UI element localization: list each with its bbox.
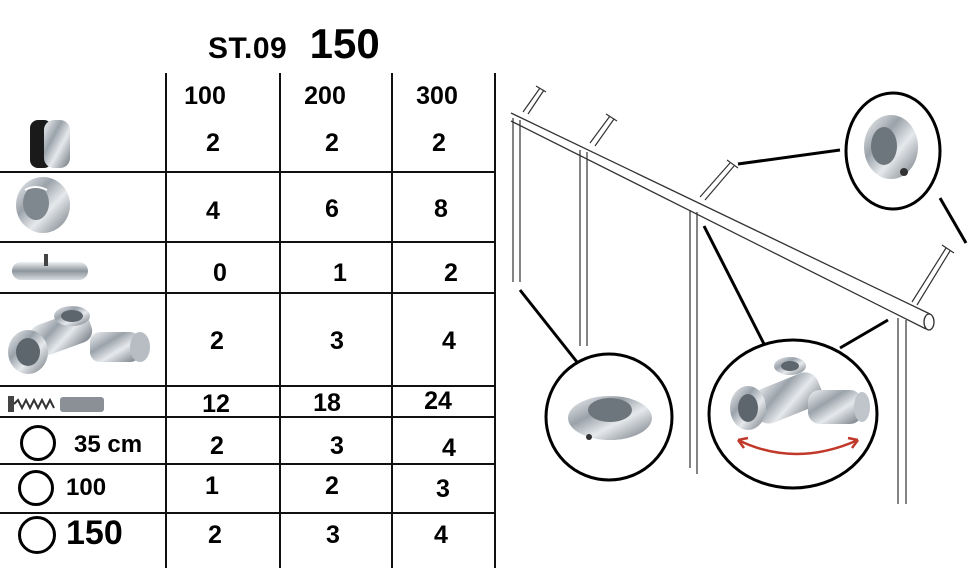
table-row-line	[0, 512, 496, 514]
flange-detail-bottom	[544, 352, 674, 482]
flange-detail-top	[844, 91, 942, 211]
table-cell: 2	[325, 472, 339, 500]
table-divider-v1	[165, 73, 167, 568]
row-label-35cm: 35 cm	[74, 431, 143, 458]
wall-flange-icon	[16, 177, 70, 233]
column-header: 200	[304, 82, 346, 110]
table-cell: 12	[202, 390, 230, 418]
table-cell: 1	[205, 472, 219, 500]
table-cell: 3	[326, 521, 340, 549]
table-cell: 3	[436, 475, 450, 503]
product-code: ST.09	[208, 32, 288, 65]
table-cell: 4	[434, 521, 448, 549]
table-cell: 0	[213, 259, 227, 287]
table-cell: 4	[206, 197, 220, 225]
table-divider-v4	[494, 73, 496, 568]
row-label-150: 150	[66, 514, 123, 552]
table-row-line	[0, 416, 496, 418]
table-cell: 4	[442, 327, 456, 355]
table-cell: 2	[444, 259, 458, 287]
table-cell: 6	[325, 195, 339, 223]
top-rail	[510, 112, 935, 331]
end-cap-icon	[30, 120, 70, 168]
table-row-line	[0, 241, 496, 243]
tube-circle-icon	[18, 470, 54, 506]
table-cell: 2	[432, 129, 446, 157]
rail-pins	[522, 85, 955, 306]
tube-connector-icon	[12, 254, 88, 280]
joint-detail	[707, 338, 879, 490]
table-cell: 3	[330, 327, 344, 355]
table-cell: 18	[313, 389, 341, 417]
table-row-line	[0, 463, 496, 465]
table-cell: 8	[434, 195, 448, 223]
railing-posts	[512, 118, 907, 504]
table-cell: 2	[210, 432, 224, 460]
table-divider-v3	[391, 73, 393, 568]
column-header: 100	[184, 82, 226, 110]
product-size: 150	[309, 20, 380, 67]
table-cell: 2	[208, 521, 222, 549]
table-cell: 4	[442, 434, 456, 462]
column-header: 300	[416, 82, 458, 110]
table-divider-v2	[279, 73, 281, 568]
callout-lines	[518, 148, 968, 363]
table-row-line	[0, 171, 496, 173]
table-cell: 2	[206, 129, 220, 157]
page-title: ST.09 150	[208, 20, 380, 68]
table-row-line	[0, 385, 496, 387]
table-cell: 2	[210, 327, 224, 355]
tube-circle-icon	[18, 516, 56, 554]
rotation-arrow-icon	[737, 438, 859, 456]
row-label-100: 100	[66, 474, 107, 501]
table-row-line	[0, 292, 496, 294]
table-cell: 1	[333, 259, 347, 287]
tube-circle-icon	[20, 425, 56, 461]
table-cell: 24	[424, 387, 452, 415]
table-cell: 2	[325, 129, 339, 157]
table-cell: 3	[330, 432, 344, 460]
three-way-joint-icon	[8, 306, 150, 374]
screw-anchor-icon	[8, 396, 104, 412]
